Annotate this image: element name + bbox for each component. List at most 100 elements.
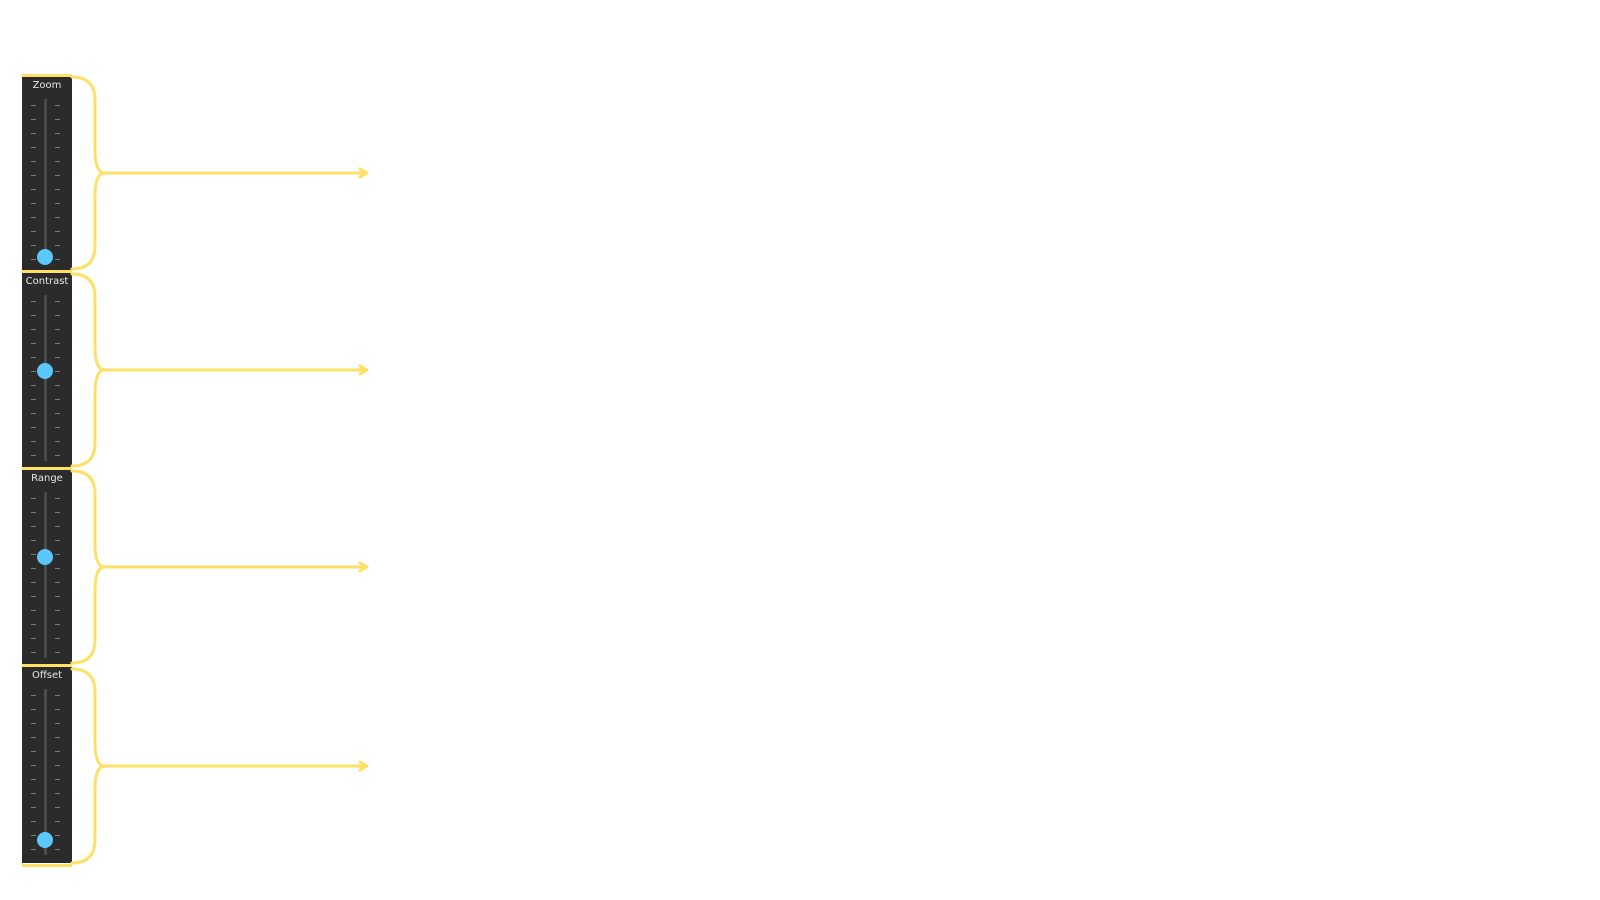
slider-tick [31, 329, 36, 330]
slider-tick [55, 779, 60, 780]
slider-tick [55, 568, 60, 569]
slider-tick [31, 807, 36, 808]
slider-tick [55, 427, 60, 428]
offset-slider-track[interactable] [44, 689, 47, 855]
slider-tick [31, 455, 36, 456]
slider-tick [31, 301, 36, 302]
slider-tick [31, 147, 36, 148]
slider-tick [31, 203, 36, 204]
slider-tick [31, 652, 36, 653]
slider-tick [55, 835, 60, 836]
range-slider-track[interactable] [44, 492, 47, 658]
contrast-brace [70, 272, 107, 468]
slider-tick [31, 385, 36, 386]
slider-tick [55, 455, 60, 456]
slider-tick [31, 189, 36, 190]
contrast-panel-edge [22, 270, 72, 273]
slider-tick [31, 512, 36, 513]
slider-tick [55, 119, 60, 120]
zoom-slider-track[interactable] [44, 99, 47, 265]
slider-tick [31, 441, 36, 442]
slider-tick [31, 695, 36, 696]
offset-brace [70, 667, 107, 865]
slider-tick [55, 371, 60, 372]
slider-tick [55, 512, 60, 513]
slider-tick [31, 119, 36, 120]
range-panel-edge [22, 467, 72, 470]
slider-tick [31, 624, 36, 625]
range-slider-panel: Range [22, 470, 72, 666]
slider-tick [31, 737, 36, 738]
zoom-panel-edge [22, 74, 72, 77]
slider-tick [55, 737, 60, 738]
offset-slider-label: Offset [31, 670, 63, 681]
slider-tick [31, 610, 36, 611]
zoom-brace [70, 75, 107, 271]
slider-tick [31, 582, 36, 583]
contrast-slider-thumb[interactable] [37, 363, 53, 379]
slider-tick [55, 315, 60, 316]
slider-tick [31, 779, 36, 780]
slider-tick [55, 259, 60, 260]
range-slider-label: Range [31, 473, 63, 484]
slider-tick [55, 540, 60, 541]
slider-tick [55, 624, 60, 625]
slider-tick [31, 175, 36, 176]
offset-slider-thumb[interactable] [37, 832, 53, 848]
slider-tick [31, 709, 36, 710]
slider-tick [55, 343, 60, 344]
slider-tick [31, 259, 36, 260]
slider-tick [55, 357, 60, 358]
slider-tick [31, 568, 36, 569]
slider-tick [55, 245, 60, 246]
contrast-slider-panel: Contrast [22, 273, 72, 469]
slider-tick [31, 793, 36, 794]
slider-tick [55, 105, 60, 106]
slider-tick [55, 217, 60, 218]
slider-tick [31, 596, 36, 597]
slider-tick [55, 301, 60, 302]
slider-tick [31, 835, 36, 836]
slider-tick [31, 399, 36, 400]
slider-tick [31, 751, 36, 752]
slider-tick [31, 849, 36, 850]
slider-tick [31, 133, 36, 134]
slider-tick [31, 371, 36, 372]
slider-tick [31, 245, 36, 246]
slider-tick [55, 582, 60, 583]
slider-tick [55, 793, 60, 794]
slider-tick [31, 821, 36, 822]
slider-tick [31, 723, 36, 724]
slider-tick [31, 315, 36, 316]
slider-tick [55, 161, 60, 162]
slider-tick [55, 765, 60, 766]
slider-tick [55, 399, 60, 400]
range-slider-thumb[interactable] [37, 549, 53, 565]
slider-tick [55, 807, 60, 808]
contrast-slider-label: Contrast [25, 276, 69, 287]
slider-tick [31, 161, 36, 162]
slider-tick [55, 385, 60, 386]
slider-tick [55, 189, 60, 190]
range-brace [70, 469, 107, 665]
offset-arrow-head [358, 760, 369, 772]
slider-tick [31, 231, 36, 232]
offset-slider-panel: Offset [22, 667, 72, 863]
zoom-slider-panel: Zoom [22, 77, 72, 273]
slider-tick [55, 652, 60, 653]
zoom-slider-thumb[interactable] [37, 249, 53, 265]
slider-tick [31, 526, 36, 527]
slider-tick [31, 413, 36, 414]
slider-tick [31, 765, 36, 766]
slider-tick [55, 849, 60, 850]
slider-tick [55, 723, 60, 724]
slider-tick [31, 427, 36, 428]
slider-tick [55, 329, 60, 330]
slider-tick [31, 217, 36, 218]
slider-tick [31, 498, 36, 499]
slider-tick [55, 231, 60, 232]
slider-tick [55, 203, 60, 204]
offset-panel-bottom-edge [22, 864, 72, 867]
